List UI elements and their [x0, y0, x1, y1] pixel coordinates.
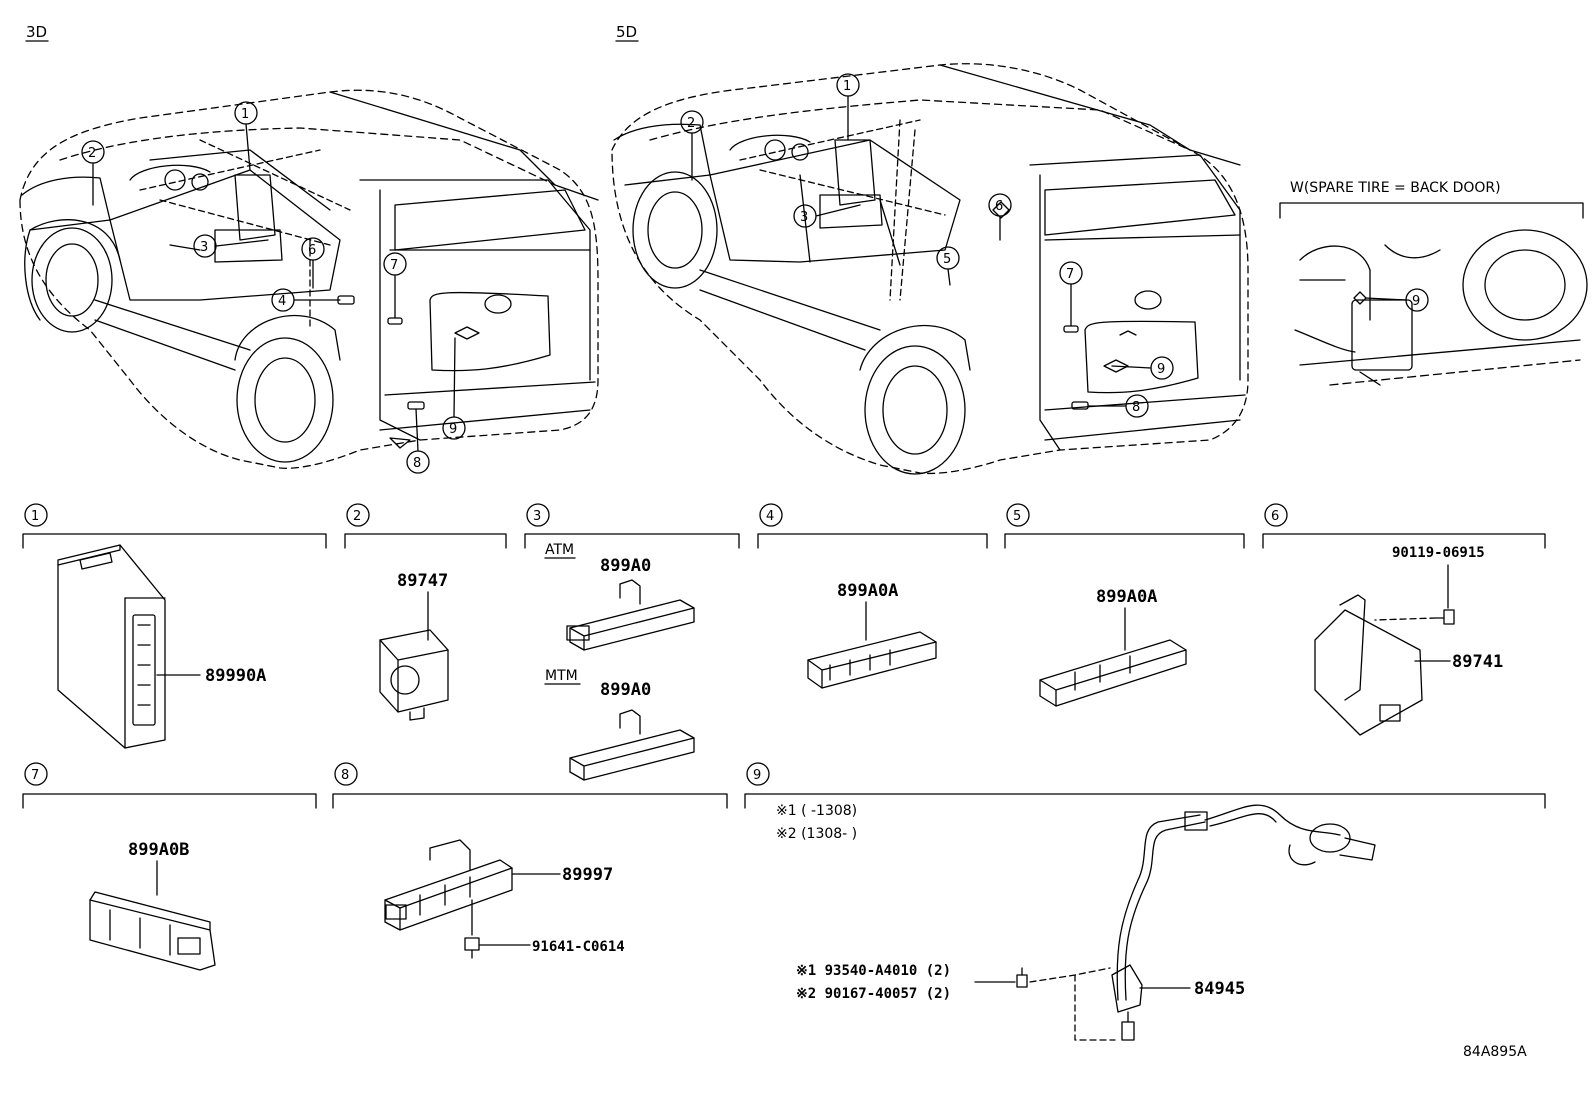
svg-text:9: 9 [1412, 294, 1420, 309]
harness-drawing [1111, 804, 1376, 1041]
section-6: 6 90119-06915 89741 [1262, 503, 1546, 736]
antenna-atm-drawing [566, 579, 695, 651]
part-number-89997: 89997 [562, 865, 613, 885]
section-1-number: 1 [31, 509, 39, 524]
svg-text:7: 7 [390, 258, 398, 273]
inset-label: W(SPARE TIRE = BACK DOOR) [1290, 180, 1501, 196]
svg-text:6: 6 [995, 199, 1003, 214]
svg-text:5: 5 [943, 252, 951, 267]
svg-text:6: 6 [1271, 509, 1279, 524]
screw-drawing [464, 937, 480, 959]
variant-label-mtm: MTM [545, 668, 578, 684]
variant-label-atm: ATM [545, 542, 574, 558]
callouts-3d: 1 2 3 4 6 7 8 9 [81, 101, 466, 474]
callouts-5d: 1 2 3 5 6 7 8 9 [680, 73, 1174, 418]
bolt-drawing [1435, 609, 1455, 625]
diagram-code: 84A895A [1463, 1044, 1527, 1060]
part-number-899a0a-5: 899A0A [1096, 587, 1157, 607]
bracket-module-drawing [1314, 594, 1423, 736]
note-2: ※2 (1308- ) [776, 826, 857, 842]
svg-text:6: 6 [308, 243, 316, 258]
part-number-899a0a-4: 899A0A [837, 581, 898, 601]
svg-text:5: 5 [1013, 509, 1021, 524]
svg-text:2: 2 [88, 146, 96, 161]
section-4: 4 899A0A [757, 503, 988, 689]
antenna-5-drawing [1039, 639, 1187, 707]
section-2: 2 89747 [344, 503, 507, 721]
section-1: 1 89990A [22, 503, 327, 749]
svg-text:9: 9 [449, 422, 457, 437]
clip-screw-drawing [1016, 967, 1028, 988]
svg-text:2: 2 [687, 116, 695, 131]
svg-text:4: 4 [766, 509, 774, 524]
part-number-89741: 89741 [1452, 652, 1503, 672]
svg-text:8: 8 [1132, 400, 1140, 415]
svg-text:3: 3 [200, 240, 208, 255]
svg-text:1: 1 [241, 107, 249, 122]
antenna-7-drawing [89, 891, 216, 971]
section-3: 3 ATM 899A0 MTM 899A0 [524, 503, 740, 781]
svg-text:9: 9 [1157, 362, 1165, 377]
vehicle-3d-illustration [19, 89, 599, 469]
part-number-899a0-atm: 899A0 [600, 556, 651, 576]
section-5: 5 899A0A [1004, 503, 1245, 707]
part-number-89747: 89747 [397, 571, 448, 591]
part-number-899a0b: 899A0B [128, 840, 189, 860]
fastener-1: ※1 93540-A4010 (2) [796, 963, 951, 979]
note-1: ※1 ( -1308) [776, 803, 857, 819]
svg-text:3: 3 [800, 210, 808, 225]
part-number-899a0-mtm: 899A0 [600, 680, 651, 700]
svg-text:8: 8 [341, 768, 349, 783]
vehicle-5d-illustration [611, 63, 1249, 475]
part-number-84945: 84945 [1194, 979, 1245, 999]
svg-text:7: 7 [31, 768, 39, 783]
svg-text:2: 2 [353, 509, 361, 524]
svg-text:9: 9 [753, 768, 761, 783]
svg-text:7: 7 [1066, 267, 1074, 282]
view-label-5d: 5D [616, 23, 637, 41]
part-number-91641-c0614: 91641-C0614 [532, 939, 625, 955]
fastener-2: ※2 90167-40057 (2) [796, 986, 951, 1002]
sensor-drawing [379, 629, 449, 721]
antenna-mtm-drawing [569, 709, 695, 781]
part-number-90119-06915: 90119-06915 [1392, 545, 1485, 561]
antenna-8-drawing [384, 839, 513, 931]
view-label-3d: 3D [26, 23, 47, 41]
svg-text:4: 4 [278, 294, 286, 309]
section-9: 9 ※1 ( -1308) ※2 (1308- ) 84945 ※1 93540… [744, 762, 1546, 1041]
ecu-module-drawing [57, 544, 166, 749]
svg-text:8: 8 [413, 456, 421, 471]
svg-text:3: 3 [533, 509, 541, 524]
section-8: 8 89997 91641-C0614 [332, 762, 728, 959]
svg-text:1: 1 [843, 79, 851, 94]
inset-spare-tire: W(SPARE TIRE = BACK DOOR) 9 [1279, 180, 1588, 386]
section-7: 7 899A0B [22, 762, 317, 971]
part-number-89990a: 89990A [205, 666, 266, 686]
antenna-4-drawing [807, 631, 937, 689]
